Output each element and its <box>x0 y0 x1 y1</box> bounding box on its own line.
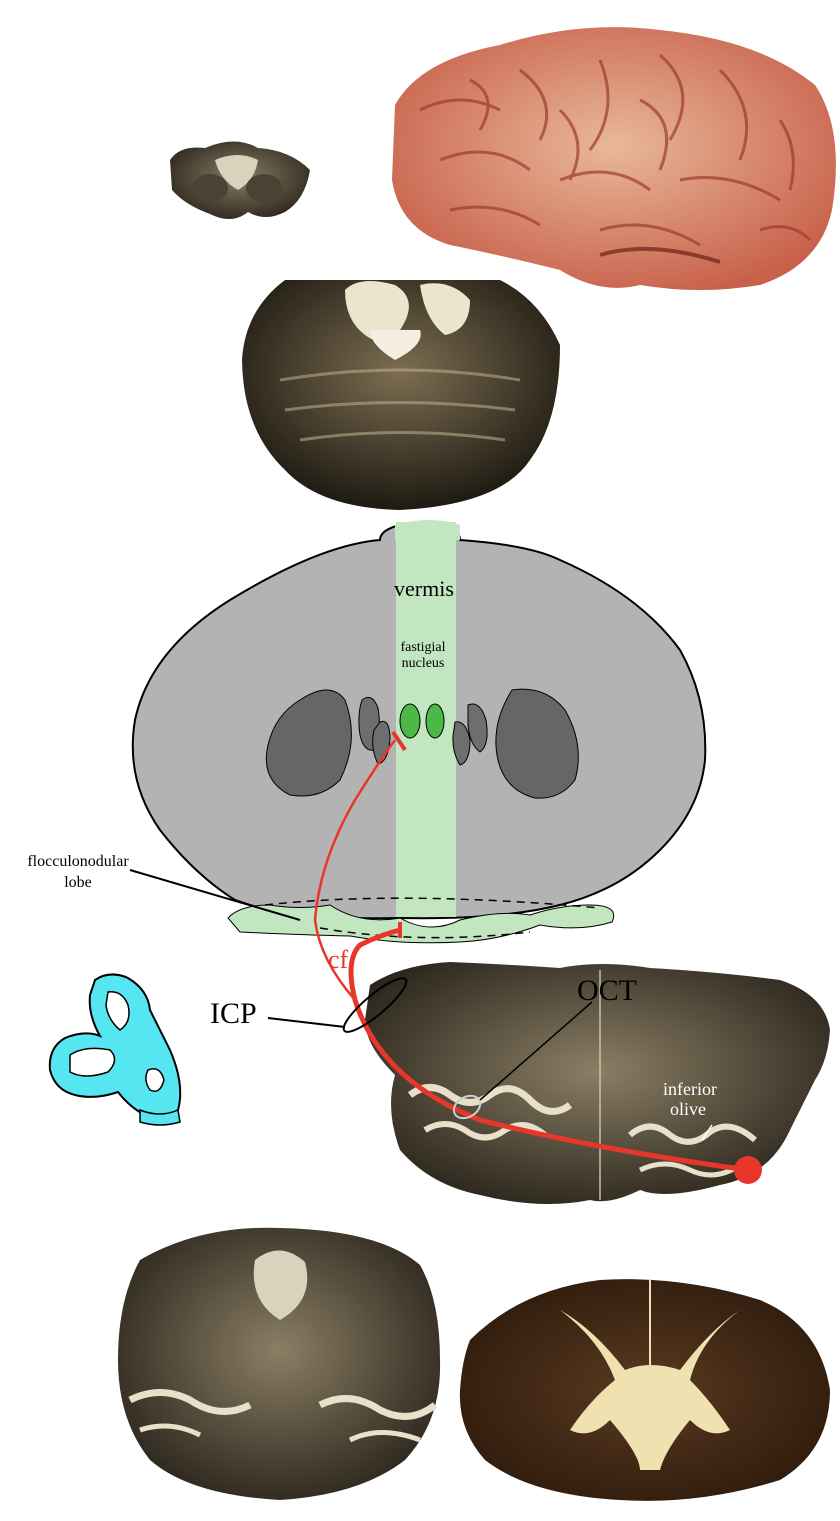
fastigial-label-line2: nucleus <box>402 656 445 671</box>
fastigial-nucleus-right <box>426 704 444 738</box>
inner-ear-labyrinth <box>50 974 180 1125</box>
flocculonodular-label-line1: flocculonodular <box>27 853 129 870</box>
cf-label: cf <box>328 945 349 974</box>
brain-lateral-photo <box>392 27 836 290</box>
fastigial-nucleus-left <box>400 704 420 738</box>
fastigial-label-line1: fastigial <box>400 640 445 655</box>
midbrain-section-photo <box>170 142 310 220</box>
inferior-olive-label-line2: olive <box>670 1099 706 1119</box>
lower-medulla-section-photo <box>118 1228 440 1500</box>
inferior-olive-soma <box>734 1156 762 1184</box>
flocculonodular-label-line2: lobe <box>64 874 92 891</box>
spinal-cord-section-photo <box>460 1279 830 1501</box>
icp-label: ICP <box>210 997 257 1030</box>
vermis-label: vermis <box>394 576 454 601</box>
oct-label: OCT <box>577 974 637 1007</box>
pons-section-photo <box>242 280 560 510</box>
inferior-olive-label-line1: inferior <box>663 1079 717 1099</box>
icp-leader-line <box>268 1018 345 1027</box>
